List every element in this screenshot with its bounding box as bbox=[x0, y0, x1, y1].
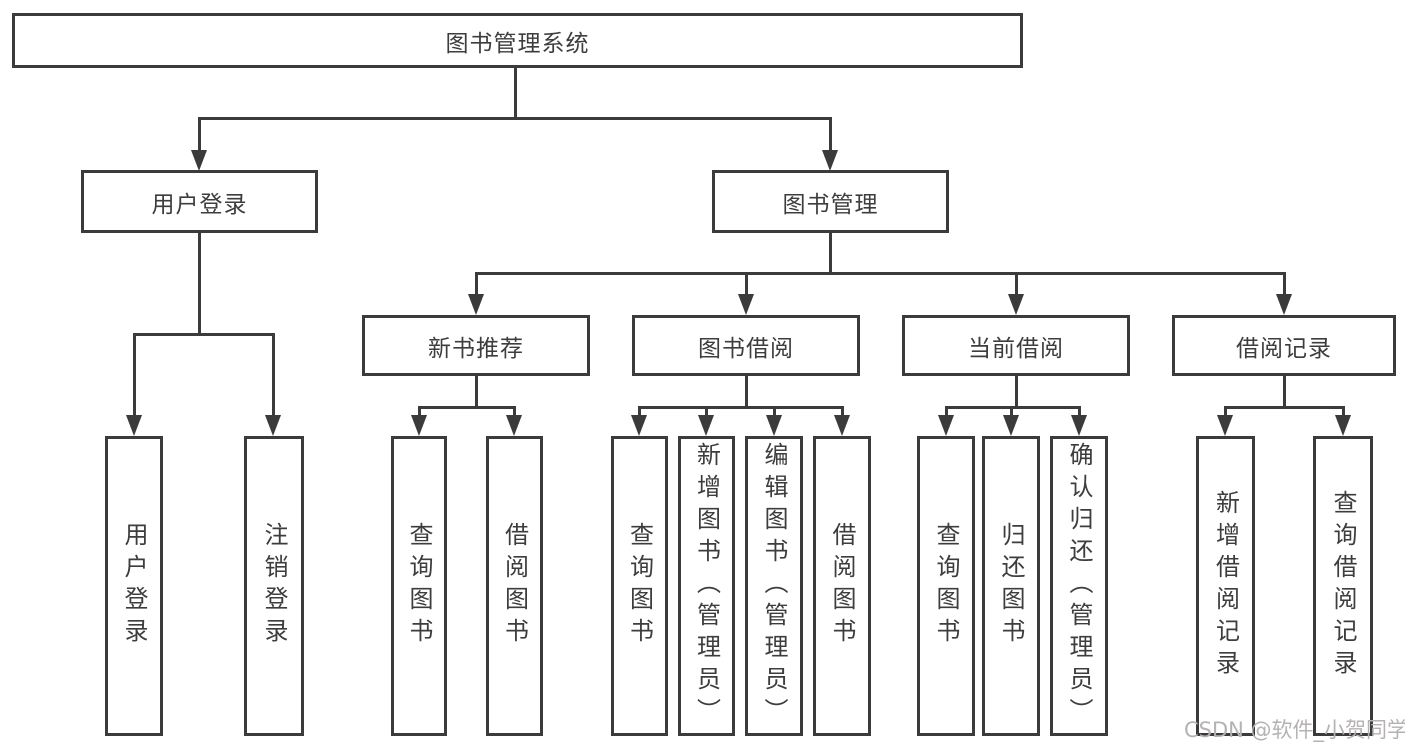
arrowhead-down bbox=[698, 415, 714, 436]
arrowhead-down bbox=[468, 294, 484, 315]
connector-drop bbox=[1078, 406, 1081, 418]
arrowhead-down bbox=[834, 415, 850, 436]
connector-drop bbox=[1010, 406, 1013, 418]
connector-root-branch bbox=[198, 117, 832, 120]
leaf-confirm-return-admin-label: 确认归还（管理员） bbox=[1065, 442, 1093, 730]
arrowhead-down bbox=[822, 150, 838, 171]
leaf-query-books-1: 查询图书 bbox=[391, 436, 447, 736]
leaf-edit-books-admin-label: 编辑图书（管理员） bbox=[760, 442, 788, 730]
connector-branch bbox=[1225, 406, 1344, 409]
leaf-query-books-3-label: 查询图书 bbox=[932, 522, 960, 650]
arrowhead-down bbox=[1003, 415, 1019, 436]
leaf-borrow-books-2: 借阅图书 bbox=[813, 436, 871, 736]
leaf-user-login-label: 用户登录 bbox=[120, 522, 148, 650]
node-borrowing-records: 借阅记录 bbox=[1172, 315, 1396, 376]
leaf-add-books-admin: 新增图书（管理员） bbox=[678, 436, 735, 736]
leaf-return-books-label: 归还图书 bbox=[997, 522, 1025, 650]
leaf-borrow-books-1-label: 借阅图书 bbox=[500, 522, 529, 650]
node-book-management: 图书管理 bbox=[712, 170, 949, 233]
connector-drop bbox=[1342, 406, 1345, 418]
node-current-borrowing: 当前借阅 bbox=[902, 315, 1130, 376]
node-borrowing-records-label: 借阅记录 bbox=[1236, 335, 1332, 362]
connector-drop bbox=[272, 333, 275, 416]
arrowhead-down bbox=[1217, 415, 1233, 436]
connector-drop bbox=[133, 333, 136, 416]
connector-bookmgmt-branch bbox=[476, 272, 1285, 275]
node-book-borrowing: 图书借阅 bbox=[632, 315, 860, 376]
leaf-user-login: 用户登录 bbox=[105, 436, 163, 736]
leaf-query-books-2-label: 查询图书 bbox=[625, 522, 654, 650]
node-current-borrowing-label: 当前借阅 bbox=[968, 335, 1064, 362]
arrowhead-down bbox=[1008, 294, 1024, 315]
node-new-book-recommend-label: 新书推荐 bbox=[428, 335, 524, 362]
connector-drop bbox=[1283, 272, 1286, 297]
connector-drop bbox=[829, 117, 832, 152]
leaf-borrow-books-1: 借阅图书 bbox=[486, 436, 543, 736]
leaf-edit-books-admin: 编辑图书（管理员） bbox=[745, 436, 803, 736]
node-book-management-label: 图书管理 bbox=[782, 191, 879, 218]
connector-root-stem bbox=[514, 68, 517, 118]
connector-stem bbox=[745, 376, 748, 409]
connector-bookmgmt-stem bbox=[829, 233, 832, 274]
leaf-query-borrow-record-label: 查询借阅记录 bbox=[1329, 490, 1357, 682]
connector-drop bbox=[475, 272, 478, 297]
connector-drop bbox=[1224, 406, 1227, 418]
arrowhead-down bbox=[126, 415, 142, 436]
leaf-return-books: 归还图书 bbox=[982, 436, 1040, 736]
node-user-login: 用户登录 bbox=[81, 170, 318, 233]
arrowhead-down bbox=[506, 415, 522, 436]
leaf-query-books-2: 查询图书 bbox=[611, 436, 668, 736]
connector-userlogin-branch bbox=[133, 333, 275, 336]
leaf-add-borrow-record: 新增借阅记录 bbox=[1196, 436, 1255, 736]
node-root-label: 图书管理系统 bbox=[445, 30, 590, 57]
arrowhead-down bbox=[766, 415, 782, 436]
connector-drop bbox=[513, 406, 516, 418]
connector-branch bbox=[946, 406, 1080, 409]
connector-stem bbox=[475, 376, 478, 409]
leaf-add-books-admin-label: 新增图书（管理员） bbox=[692, 442, 721, 730]
node-new-book-recommend: 新书推荐 bbox=[362, 315, 590, 376]
leaf-add-borrow-record-label: 新增借阅记录 bbox=[1211, 490, 1240, 682]
connector-stem bbox=[1283, 376, 1286, 409]
leaf-query-books-3: 查询图书 bbox=[917, 436, 975, 736]
connector-branch bbox=[419, 406, 516, 409]
arrowhead-down bbox=[1335, 415, 1351, 436]
node-book-borrowing-label: 图书借阅 bbox=[698, 335, 794, 362]
connector-drop bbox=[638, 406, 641, 418]
leaf-borrow-books-2-label: 借阅图书 bbox=[828, 522, 856, 650]
arrowhead-down bbox=[631, 415, 647, 436]
arrowhead-down bbox=[191, 150, 207, 171]
arrowhead-down bbox=[738, 294, 754, 315]
leaf-confirm-return-admin: 确认归还（管理员） bbox=[1050, 436, 1108, 736]
connector-drop bbox=[1015, 272, 1018, 297]
connector-drop bbox=[773, 406, 776, 418]
leaf-logout-label: 注销登录 bbox=[260, 522, 288, 650]
connector-stem bbox=[1015, 376, 1018, 409]
arrowhead-down bbox=[411, 415, 427, 436]
leaf-query-books-1-label: 查询图书 bbox=[405, 522, 433, 650]
connector-branch bbox=[639, 406, 843, 409]
connector-userlogin-stem bbox=[198, 233, 201, 333]
node-user-login-label: 用户登录 bbox=[151, 191, 248, 218]
leaf-query-borrow-record: 查询借阅记录 bbox=[1313, 436, 1373, 736]
node-root-system: 图书管理系统 bbox=[12, 13, 1023, 68]
arrowhead-down bbox=[265, 415, 281, 436]
arrowhead-down bbox=[1071, 415, 1087, 436]
arrowhead-down bbox=[1276, 294, 1292, 315]
connector-drop bbox=[745, 272, 748, 297]
connector-drop bbox=[705, 406, 708, 418]
leaf-logout: 注销登录 bbox=[244, 436, 304, 736]
connector-drop bbox=[418, 406, 421, 418]
arrowhead-down bbox=[938, 415, 954, 436]
connector-drop bbox=[841, 406, 844, 418]
csdn-watermark: CSDN @软件_小贺同学 bbox=[1184, 718, 1405, 742]
connector-drop bbox=[945, 406, 948, 418]
connector-drop bbox=[198, 117, 201, 152]
